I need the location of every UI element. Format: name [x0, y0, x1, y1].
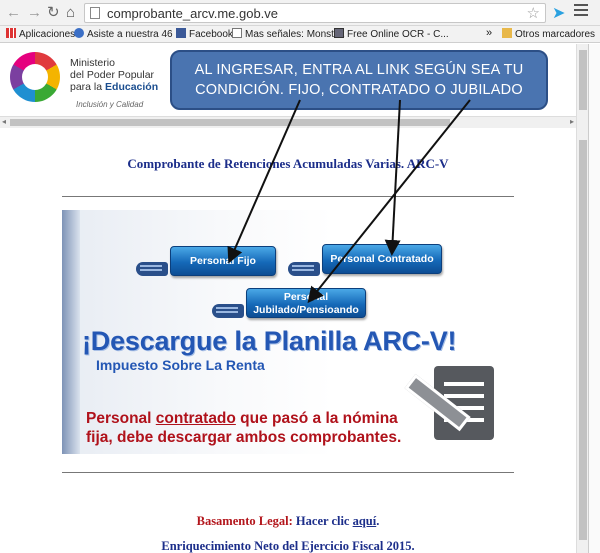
bookmark-ocr[interactable]: Free Online OCR - C... [334, 28, 449, 41]
scroll-left-icon[interactable]: ◂ [2, 117, 7, 126]
apps-icon [6, 28, 16, 38]
header-scroll-thumb[interactable] [579, 50, 587, 110]
horizontal-scrollbar[interactable]: ◂ ▸ [0, 116, 576, 128]
page-icon [232, 28, 242, 38]
callout-line-2: CONDICIÓN. FIJO, CONTRATADO O JUBILADO [195, 82, 523, 98]
logo-text-3a: para la [70, 81, 106, 93]
button-label: Personal [283, 291, 329, 303]
legal-basis: Basamento Legal: Hacer clic aquí. [0, 514, 576, 529]
legal-link[interactable]: aquí [352, 514, 377, 528]
callout-line-1: AL INGRESAR, ENTRA AL LINK SEGÚN SEA TU [194, 62, 524, 78]
bookmark-facebook[interactable]: Facebook [176, 28, 233, 41]
ocr-icon [334, 28, 344, 38]
bookmark-label: Aplicaciones [19, 29, 76, 40]
banner-headline: ¡Descargue la Planilla ARC-V! [82, 326, 457, 356]
logo-text-3: para la Educación [70, 81, 158, 93]
bookmark-label: Mas señales: Monstr... [245, 29, 346, 40]
note-part: que pasó a la nómina fija, debe descarga… [86, 410, 402, 446]
personal-fijo-button[interactable]: Personal Fijo [170, 246, 276, 276]
logo-subtitle: Inclusión y Calidad [76, 100, 144, 109]
personal-contratado-button[interactable]: Personal Contratado [322, 244, 442, 274]
bookmark-apps[interactable]: Aplicaciones [6, 28, 75, 41]
arcv-banner: Personal Fijo Personal Contratado Person… [62, 210, 514, 454]
legal-text: Hacer clic [292, 514, 353, 528]
fiscal-year-text: Enriquecimiento Neto del Ejercicio Fisca… [161, 539, 415, 553]
banner-edge [62, 210, 80, 454]
legal-label: Basamento Legal: [196, 514, 293, 528]
banner-note: Personal contratado que pasó a la nómina… [86, 409, 406, 447]
menu-icon[interactable] [574, 4, 588, 19]
bookmark-label: Facebook [189, 29, 233, 40]
pointing-hand-icon [136, 262, 168, 276]
logo-text-2: del Poder Popular [70, 69, 155, 81]
url-input[interactable]: comprobante_arcv.me.gob.ve ☆ [84, 3, 546, 23]
bookmark-otros[interactable]: Otros marcadores [502, 28, 595, 41]
bookmark-label: Free Online OCR - C... [347, 29, 449, 40]
document-pencil-icon [404, 358, 504, 446]
back-icon[interactable]: ← [6, 4, 21, 21]
bookmark-label: Otros marcadores [515, 29, 596, 40]
page-title: Comprobante de Retenciones Acumuladas Va… [127, 156, 449, 171]
note-part: Personal [86, 410, 156, 427]
legal-end: . [376, 514, 380, 528]
ministry-logo [10, 52, 60, 102]
window-edge [588, 44, 600, 553]
url-text: comprobante_arcv.me.gob.ve [107, 6, 279, 21]
more-bookmarks-icon[interactable]: » [486, 27, 493, 39]
button-label: Personal Fijo [190, 255, 256, 267]
forward-icon[interactable]: → [27, 4, 42, 21]
document-sheet [434, 366, 494, 440]
folder-icon [502, 28, 512, 38]
banner-subtitle: Impuesto Sobre La Renta [96, 357, 265, 373]
vertical-scroll-thumb[interactable] [579, 140, 587, 540]
divider-bottom [62, 472, 514, 473]
address-bar: ← → ↻ ⌂ comprobante_arcv.me.gob.ve ☆ ➤ [0, 0, 600, 26]
scroll-right-icon[interactable]: ▸ [569, 117, 574, 126]
button-label: Jubilado/Pensioando [253, 304, 359, 316]
logo-text-3b: Educación [105, 81, 159, 93]
extension-icon[interactable]: ➤ [552, 5, 566, 22]
home-icon[interactable]: ⌂ [66, 4, 76, 21]
pointing-hand-icon [212, 304, 244, 318]
button-label: Personal Contratado [330, 253, 434, 265]
pointing-hand-icon [288, 262, 320, 276]
bookmark-label: Asiste a nuestra 46 ... [87, 29, 184, 40]
divider-top [62, 196, 514, 197]
globe-icon [74, 28, 84, 38]
personal-jubilado-button[interactable]: Personal Jubilado/Pensioando [246, 288, 366, 318]
bookmark-asiste[interactable]: Asiste a nuestra 46 ... [74, 28, 184, 41]
reload-icon[interactable]: ↻ [47, 4, 60, 21]
note-emphasis: contratado [155, 410, 236, 427]
logo-text-1: Ministerio [70, 57, 115, 69]
instruction-callout: AL INGRESAR, ENTRA AL LINK SEGÚN SEA TU … [170, 50, 548, 110]
page-icon [90, 7, 100, 19]
horizontal-scroll-thumb[interactable] [10, 119, 450, 126]
facebook-icon [176, 28, 186, 38]
bookmark-mas-senales[interactable]: Mas señales: Monstr... [232, 28, 345, 41]
vertical-scrollbar[interactable] [576, 44, 588, 553]
bookmark-star-icon[interactable]: ☆ [526, 5, 540, 22]
bookmarks-bar: Aplicaciones Asiste a nuestra 46 ... Fac… [0, 26, 600, 43]
